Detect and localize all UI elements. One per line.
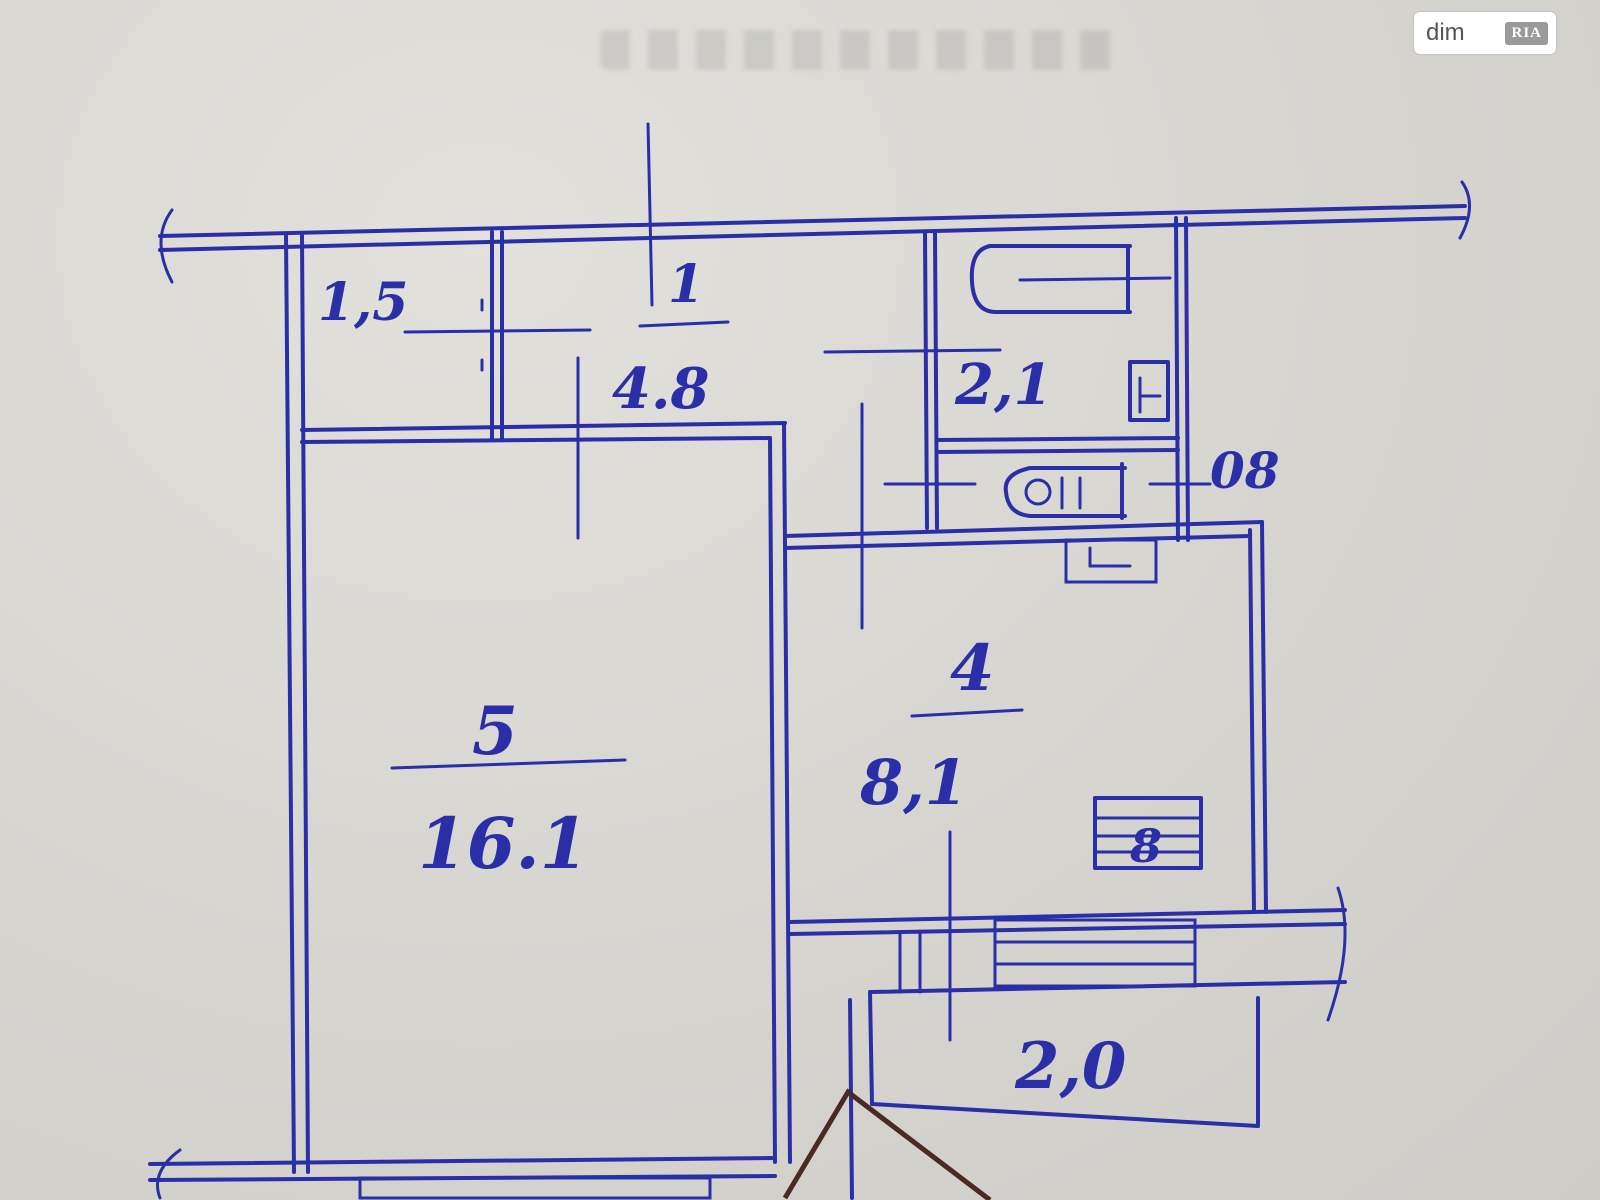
- bathroom-walls: [923, 216, 1190, 542]
- watermark-logo: RIA: [1505, 21, 1548, 45]
- hall-bottom-wall: [300, 421, 787, 444]
- room-hall-number: 1: [668, 254, 704, 315]
- room-bathroom-area: 2,1: [954, 352, 1052, 418]
- balcony: [782, 918, 1347, 1200]
- stove-icon: [1093, 796, 1203, 870]
- room-kitchen-number: 4: [950, 631, 995, 706]
- room-hall-area: 4.8: [612, 356, 709, 422]
- stove-label: 8: [1129, 819, 1162, 873]
- room-living-number: 5: [472, 692, 518, 770]
- room-living-area: 16.1: [418, 802, 589, 885]
- sink-icon: [1128, 360, 1170, 422]
- living-room-right-wall: [768, 421, 792, 1164]
- door-markers: [390, 122, 1212, 1042]
- left-outer-wall: [284, 234, 310, 1174]
- pantry-partition: [480, 230, 504, 442]
- bottom-outer-wall: [148, 1148, 777, 1200]
- watermark-text: dim: [1426, 19, 1465, 46]
- toilet-icon: [1003, 462, 1127, 520]
- faded-stamp-text: [600, 30, 1120, 70]
- room-balcony-area: 2,0: [1014, 1029, 1126, 1104]
- room-kitchen-area: 8,1: [859, 746, 968, 819]
- room-toilet-area: 08: [1210, 441, 1280, 500]
- top-outer-wall: [158, 180, 1471, 284]
- room-pantry-area: 1,5: [318, 272, 408, 333]
- bathtub-icon: [969, 244, 1172, 314]
- watermark-badge: dim RIA: [1414, 12, 1556, 54]
